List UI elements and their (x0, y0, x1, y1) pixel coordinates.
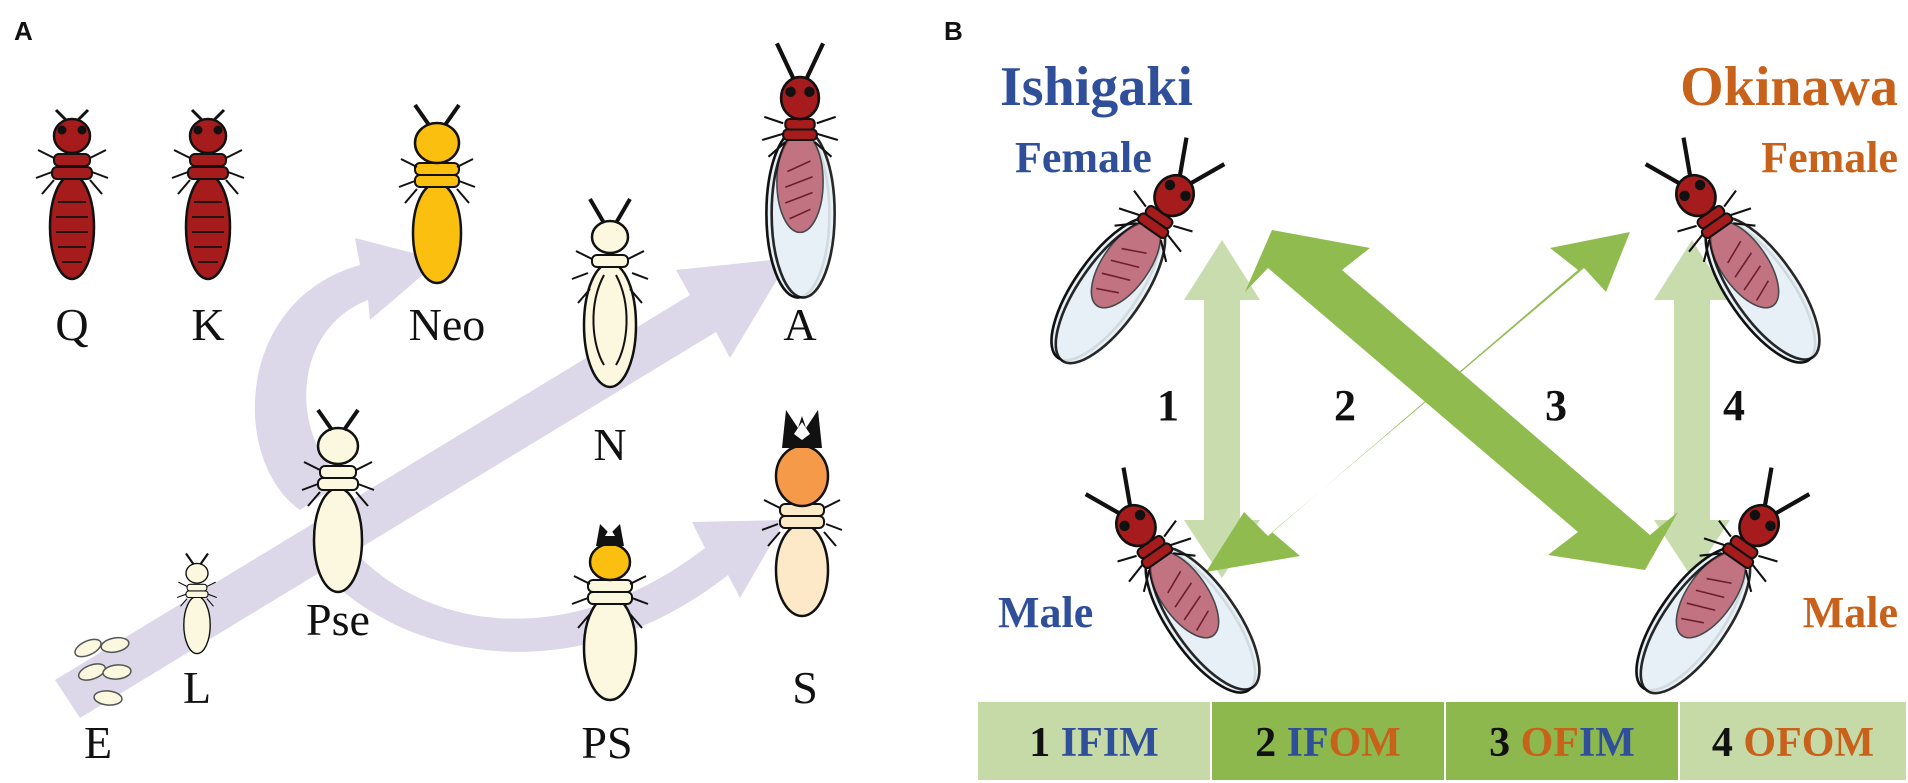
legend-label-1: 1 IFIM (1029, 720, 1159, 766)
egg-icon (74, 636, 132, 706)
legend-cell-4 (1680, 702, 1906, 780)
cross-legend: 1 IFIM 2 IFOM 3 OFIM 4 OFOM (978, 702, 1906, 780)
cross-arrow-4 (1654, 240, 1730, 578)
panel-b: B 1 2 3 4 Ishigaki Female Male Okinawa F… (944, 16, 1906, 780)
cross-number-1: 1 (1157, 381, 1179, 430)
cross-number-4: 4 (1723, 381, 1745, 430)
legend-label-4-num: 4 (1712, 720, 1744, 766)
pathway-arrow-to-neotenic (254, 238, 440, 510)
caste-label-A: A (783, 299, 816, 350)
panel-a: A Q K Neo (14, 16, 843, 768)
legend-label-3-male: IM (1579, 720, 1635, 766)
caste-label-E: E (84, 717, 112, 768)
ishigaki-male-label: Male (998, 588, 1093, 637)
panel-a-letter: A (14, 16, 33, 46)
ishigaki-title: Ishigaki (1000, 56, 1193, 118)
legend-label-2: 2 IFOM (1255, 720, 1401, 766)
legend-cell-1 (978, 702, 1210, 780)
presoldier-termite-icon (571, 524, 649, 702)
cross-number-2: 2 (1334, 381, 1356, 430)
ishigaki-male-alate-icon (1074, 459, 1282, 711)
legend-label-1-num: 1 (1029, 720, 1061, 766)
legend-cell-3 (1446, 702, 1678, 780)
legend-label-2-num: 2 (1255, 720, 1287, 766)
caste-label-L: L (183, 662, 211, 713)
ishigaki-female-label: Female (1015, 133, 1152, 182)
okinawa-female-label: Female (1761, 133, 1898, 182)
cross-arrow-2 (1245, 230, 1678, 570)
alate-termite-icon (762, 43, 838, 297)
cross-number-3: 3 (1545, 381, 1567, 430)
king-termite-icon (170, 108, 246, 281)
cross-arrow-3 (1206, 232, 1630, 572)
caste-label-K: K (191, 299, 224, 350)
neotenic-termite-icon (398, 103, 476, 285)
legend-label-1-code: IFIM (1061, 720, 1159, 766)
okinawa-title: Okinawa (1680, 56, 1898, 118)
legend-label-4-code: OFOM (1743, 720, 1874, 766)
legend-label-3-female: OF (1521, 720, 1579, 766)
queen-termite-icon (34, 108, 110, 281)
legend-label-4: 4 OFOM (1712, 720, 1874, 766)
caste-label-N: N (593, 419, 626, 470)
pathway-arrow-to-soldier (300, 520, 785, 652)
cross-arrow-1 (1184, 240, 1260, 578)
legend-label-2-male: OM (1329, 720, 1401, 766)
soldier-termite-icon (761, 410, 843, 618)
caste-label-Q: Q (55, 299, 88, 350)
legend-label-3: 3 OFIM (1489, 720, 1635, 766)
legend-label-3-num: 3 (1489, 720, 1521, 766)
caste-label-S: S (792, 662, 818, 713)
nymph-termite-icon (571, 197, 649, 389)
okinawa-male-label: Male (1803, 588, 1898, 637)
okinawa-male-alate-icon (1614, 459, 1822, 711)
legend-cell-2 (1212, 702, 1444, 780)
caste-label-Pse: Pse (306, 594, 370, 645)
caste-label-Neo: Neo (409, 299, 486, 350)
panel-b-letter: B (944, 16, 963, 46)
legend-label-2-female: IF (1287, 720, 1329, 766)
caste-label-PS: PS (581, 717, 632, 768)
